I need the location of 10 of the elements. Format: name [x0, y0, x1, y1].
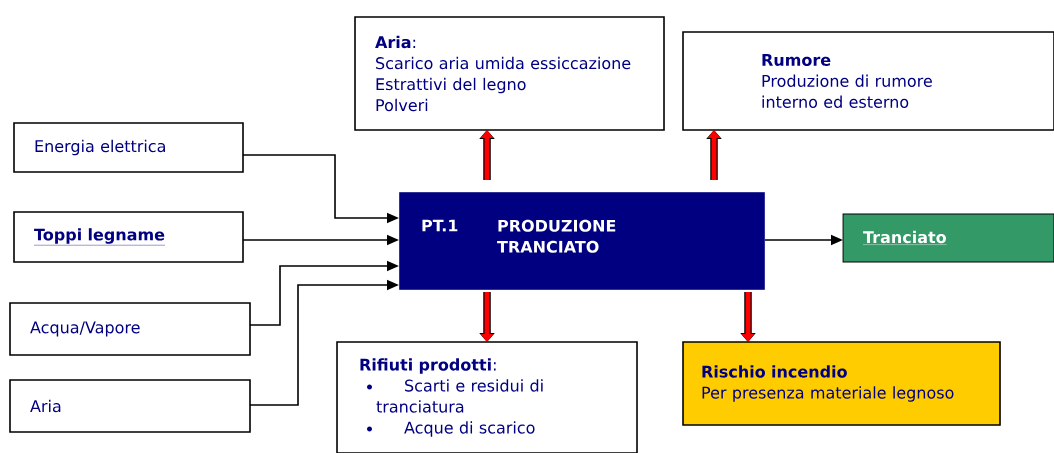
- input-box: Toppi legname: [13, 211, 244, 263]
- input-box: Acqua/Vapore: [9, 302, 251, 356]
- process-box: PT.1 PRODUZIONE TRANCIATO: [398, 191, 766, 291]
- output-box: Aria: Scarico aria umida essiccazione Estrattivi del legno Polveri: [354, 16, 665, 131]
- input-box: Aria: [9, 379, 251, 433]
- input-box: Energia elettrica: [13, 122, 244, 173]
- risk-box: Rischio incendio Per presenza materiale legnoso: [682, 341, 1001, 426]
- output-box: Rumore Produzione di rumore interno ed esterno: [682, 31, 1054, 131]
- output-box: Rifiuti prodotti: Scarti e residui di tranciatura Acque di scarico: [336, 341, 638, 453]
- product-box: Tranciato: [842, 213, 1054, 263]
